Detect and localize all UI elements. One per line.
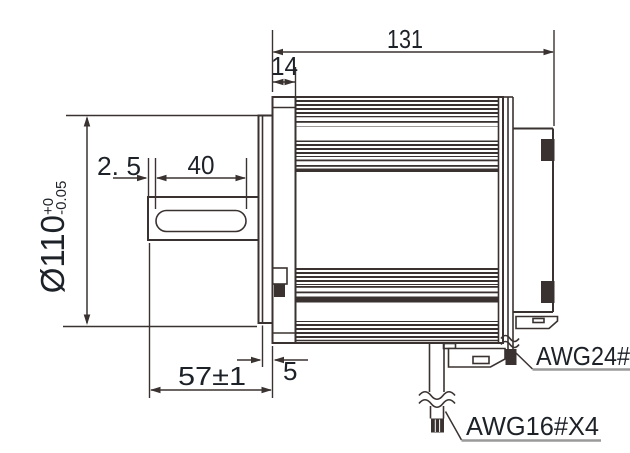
dim-pilot-diameter: Ø110+0-0.05 — [34, 114, 259, 328]
arrowhead-left — [272, 48, 283, 56]
label-signal-wire: AWG24# — [515, 341, 630, 371]
diameter-tol-lower: -0.05 — [53, 181, 70, 215]
flange-tab-black — [274, 284, 285, 297]
mounting-flange — [271, 96, 297, 344]
arrowhead-left — [273, 78, 284, 86]
dim-text-diameter: Ø110+0-0.05 — [34, 181, 71, 294]
fin-band — [295, 116, 499, 127]
fin-band — [295, 99, 499, 117]
arrowhead-top — [83, 116, 91, 127]
diameter-value: Ø110 — [34, 215, 71, 293]
shaft-outline — [147, 196, 258, 241]
keyway-slot — [155, 209, 247, 233]
fin-band — [295, 285, 499, 297]
arrowhead-bottom — [83, 314, 91, 325]
dim-shaft-length: 57±1 — [148, 243, 274, 398]
pilot-boss — [257, 114, 274, 324]
shaft — [147, 196, 258, 241]
dim-keyway-offset: 2. 5 — [97, 151, 157, 209]
dim-text-57: 57±1 — [178, 361, 246, 391]
arrowhead — [137, 174, 148, 182]
fin-band — [295, 140, 499, 157]
dim-pilot-depth: 5 — [237, 325, 308, 386]
flange-outline — [271, 96, 297, 344]
dim-text-5: 5 — [283, 356, 297, 386]
dim-text-2-5: 2. 5 — [97, 151, 141, 181]
flange-tab-outline — [271, 267, 288, 285]
label-power-cable: AWG16#X4 — [444, 411, 601, 442]
arrowhead-right — [284, 78, 295, 86]
power-cable — [418, 343, 456, 433]
fin-band-solid — [295, 296, 499, 303]
arrowhead-left — [251, 356, 262, 364]
label-text-awg16: AWG16#X4 — [466, 411, 599, 441]
motor-body — [294, 96, 504, 344]
wire-break-lower — [500, 340, 520, 349]
arrowhead-right — [273, 356, 284, 364]
wire-break-upper — [500, 334, 520, 343]
leader-line — [444, 411, 463, 441]
dim-flange-thickness: 14 — [271, 51, 298, 96]
diameter-tol-upper: +0 — [40, 198, 57, 215]
cable-break-upper — [418, 390, 456, 401]
fin-band-solid — [295, 168, 499, 172]
terminal-box-outline — [447, 347, 506, 368]
signal-wire-tip — [505, 349, 517, 365]
terminal-box — [442, 342, 506, 368]
arrowhead-right — [235, 174, 246, 182]
cable-break-lower — [418, 398, 456, 409]
dim-text-14: 14 — [271, 51, 298, 81]
dim-overall-length: 131 — [271, 24, 555, 126]
arrowhead-right — [261, 386, 272, 394]
fin-band — [295, 321, 499, 339]
pilot-outline — [257, 114, 274, 324]
power-cable-tip — [431, 418, 444, 433]
arrowhead-right — [543, 48, 554, 56]
dim-keyway-length: 40 — [156, 150, 248, 209]
dim-text-131: 131 — [387, 24, 423, 54]
arrowhead-left — [150, 386, 161, 394]
fin-band — [295, 157, 499, 169]
signal-wire — [500, 334, 520, 365]
leader-line — [515, 352, 534, 370]
terminal-box-window — [472, 355, 490, 365]
screw-tab-bottom — [541, 281, 555, 303]
screw-tab-top — [541, 139, 555, 161]
foot-slot — [532, 317, 545, 324]
label-text-awg24: AWG24# — [536, 341, 630, 371]
rear-cover — [503, 96, 559, 350]
fin-band — [295, 267, 499, 285]
dim-text-40: 40 — [188, 150, 215, 180]
body-outline — [294, 96, 504, 344]
arrowhead-left — [156, 174, 167, 182]
cooling-fins — [295, 99, 499, 339]
